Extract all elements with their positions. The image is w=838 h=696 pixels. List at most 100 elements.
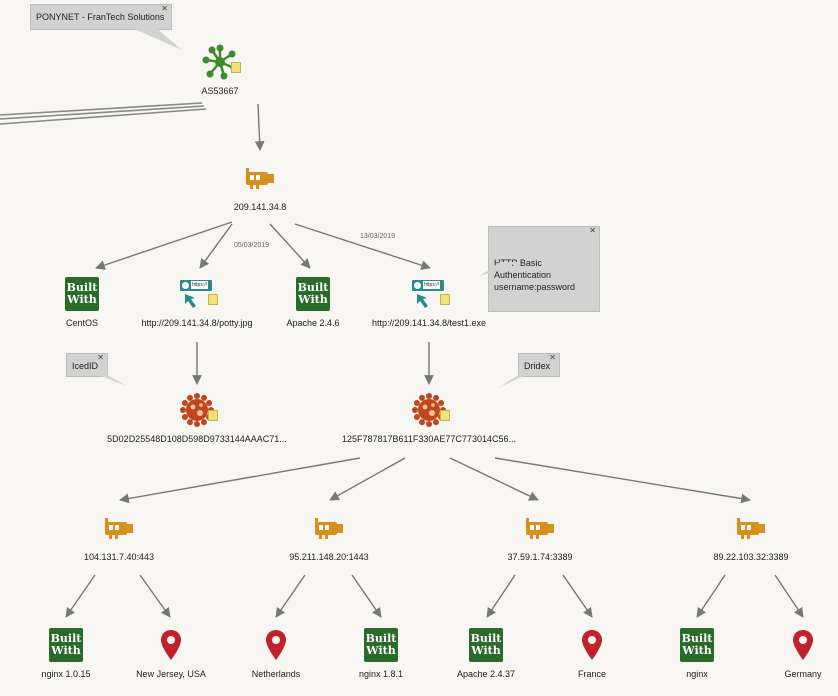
edge-arrow — [774, 574, 804, 618]
note-http-auth[interactable]: ✕ HTTP Basic Authentication username:pas… — [488, 226, 600, 312]
edge-arrow — [65, 574, 96, 618]
node-ip1[interactable]: 209.141.34.8 — [170, 158, 350, 212]
close-icon[interactable]: ✕ — [161, 4, 168, 13]
node-label: 209.141.34.8 — [233, 202, 287, 212]
builtwith-text: With — [366, 644, 396, 657]
location-pin-icon — [572, 625, 612, 665]
node-ip2[interactable]: 104.131.7.40:443 — [29, 508, 209, 562]
node-label: New Jersey, USA — [136, 669, 206, 679]
note-attached-icon — [208, 410, 218, 421]
node-label: AS53667 — [201, 86, 239, 96]
network-hub-icon — [200, 42, 241, 82]
edge-arrow — [254, 103, 265, 151]
note-dridex[interactable]: ✕ Dridex — [518, 353, 560, 377]
node-label: Apache 2.4.6 — [286, 318, 340, 328]
builtwith-text: Built — [297, 281, 329, 294]
note-attached-icon — [440, 410, 450, 421]
url-badge-text: https:// — [423, 281, 441, 289]
note-ponynet[interactable]: ✕ PONYNET - FranTech Solutions — [30, 4, 172, 30]
malware-virus-icon — [177, 390, 218, 430]
edge-arrow — [696, 574, 726, 618]
node-label: nginx 1.8.1 — [358, 669, 404, 679]
node-ip4[interactable]: 37.59.1.74:3389 — [450, 508, 630, 562]
edge-arrow — [294, 223, 431, 270]
close-icon[interactable]: ✕ — [549, 353, 556, 362]
incoming-edges — [0, 102, 207, 125]
note-text: PONYNET - FranTech Solutions — [36, 12, 165, 22]
node-url2[interactable]: https:// http://209.141.34.8/test1.exe — [339, 274, 519, 328]
edge-arrow — [269, 223, 311, 269]
node-mal2[interactable]: 125F787817B611F330AE77C773014C56... — [339, 390, 519, 444]
node-label: Apache 2.4.37 — [456, 669, 516, 679]
url-link-icon: https:// — [409, 274, 450, 314]
note-text: HTTP Basic Authentication username:passw… — [494, 258, 576, 292]
node-loc3[interactable]: France — [502, 625, 682, 679]
edge-date-label: 05/03/2019 — [234, 242, 270, 249]
node-ip5[interactable]: 89.22.103.32:3389 — [661, 508, 838, 562]
builtwith-text: With — [471, 644, 501, 657]
close-icon[interactable]: ✕ — [97, 353, 104, 362]
builtwith-text: Built — [470, 632, 502, 645]
builtwith-text: With — [67, 293, 97, 306]
note-text: Dridex — [524, 361, 551, 371]
node-label: France — [577, 669, 606, 679]
edge-arrow — [351, 574, 382, 618]
close-icon[interactable]: ✕ — [589, 226, 596, 235]
node-label: Netherlands — [251, 669, 301, 679]
network-card-icon — [520, 508, 560, 548]
builtwith-text: With — [298, 293, 328, 306]
edge-arrow — [494, 457, 751, 504]
node-label: CentOS — [65, 318, 98, 328]
note-attached-icon — [208, 294, 218, 305]
location-pin-icon — [783, 625, 823, 665]
node-loc1[interactable]: New Jersey, USA — [81, 625, 261, 679]
node-loc4[interactable]: Germany — [713, 625, 838, 679]
edge-arrow — [329, 457, 406, 501]
network-card-icon — [240, 158, 280, 198]
node-loc2[interactable]: Netherlands — [186, 625, 366, 679]
node-as[interactable]: AS53667 — [130, 42, 310, 96]
network-card-icon — [731, 508, 771, 548]
node-label: http://209.141.34.8/test1.exe — [371, 318, 487, 328]
url-badge-text: https:// — [191, 281, 209, 289]
builtwith-text: With — [682, 644, 712, 657]
note-text: IcedID — [72, 361, 99, 371]
location-pin-icon — [256, 625, 296, 665]
node-ip3[interactable]: 95.211.148.20:1443 — [239, 508, 419, 562]
builtwith-text: Built — [681, 632, 713, 645]
node-label: 37.59.1.74:3389 — [507, 552, 573, 562]
malware-virus-icon — [409, 390, 450, 430]
edge-date-label: 13/03/2019 — [360, 233, 396, 240]
node-label: nginx 1.0.15 — [41, 669, 91, 679]
edge-arrow — [275, 574, 306, 618]
note-attached-icon — [231, 62, 241, 73]
url-link-icon: https:// — [177, 274, 218, 314]
edge-arrow — [486, 574, 516, 618]
note-icedid[interactable]: ✕ IcedID — [66, 353, 108, 377]
node-mal1[interactable]: 5D02D25548D108D598D9733144AAAC71... — [107, 390, 287, 444]
note-attached-icon — [440, 294, 450, 305]
node-label: Germany — [784, 669, 822, 679]
node-label: 5D02D25548D108D598D9733144AAAC71... — [107, 434, 287, 444]
node-label: 104.131.7.40:443 — [83, 552, 155, 562]
node-url1[interactable]: https:// http://209.141.34.8/potty.jpg — [107, 274, 287, 328]
location-pin-icon — [151, 625, 191, 665]
node-label: http://209.141.34.8/potty.jpg — [141, 318, 253, 328]
